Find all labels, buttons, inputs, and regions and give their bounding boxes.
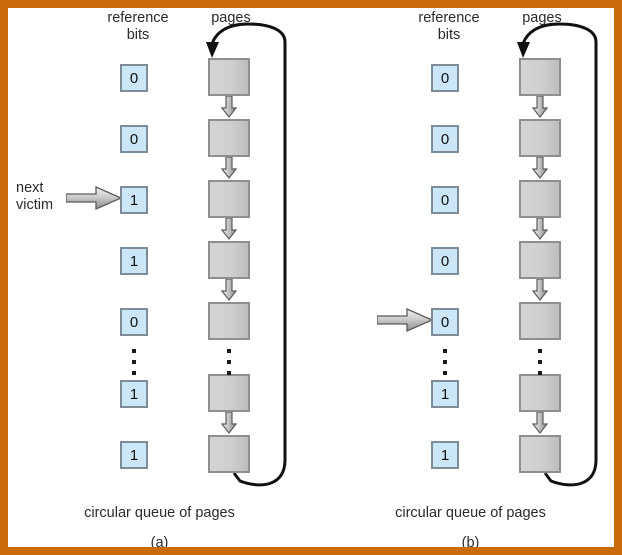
page-box[interactable] <box>519 58 561 96</box>
circular-queue-loop-a <box>206 22 287 487</box>
reference-bit-box[interactable]: 0 <box>120 125 148 153</box>
next-victim-arrow-b <box>376 308 434 332</box>
page-link-arrow <box>220 278 238 301</box>
caption-letter-b: (b) <box>461 535 480 551</box>
page-box[interactable] <box>208 180 250 218</box>
page-box[interactable] <box>208 119 250 157</box>
page-box[interactable] <box>208 374 250 412</box>
page-link-arrow <box>220 411 238 434</box>
panel-b: reference bits pages 0 0 0 0 <box>311 8 614 547</box>
reference-bit-box[interactable]: 0 <box>431 125 459 153</box>
reference-bit-box[interactable]: 1 <box>120 380 148 408</box>
reference-bit-box[interactable]: 0 <box>431 308 459 336</box>
next-victim-line2: victim <box>16 197 54 213</box>
page-box[interactable] <box>208 241 250 279</box>
page-link-arrow <box>220 217 238 240</box>
header-reference-bits-line1: reference <box>418 10 480 26</box>
pages-ellipsis-a <box>227 349 231 382</box>
header-reference-bits: reference bits <box>86 10 190 44</box>
reference-bit-box[interactable]: 0 <box>120 64 148 92</box>
page-link-arrow <box>220 156 238 179</box>
reference-bits-ellipsis-a <box>132 349 136 382</box>
next-victim-label-a: next victim <box>16 180 53 214</box>
reference-bit-box[interactable]: 1 <box>120 186 148 214</box>
header-pages-label: pages <box>211 10 251 26</box>
header-reference-bits-line2: bits <box>437 27 461 43</box>
page-link-arrow <box>531 95 549 118</box>
header-pages-label: pages <box>522 10 562 26</box>
header-pages: pages <box>186 10 276 27</box>
header-reference-bits-line1: reference <box>107 10 169 26</box>
reference-bit-box[interactable]: 1 <box>120 441 148 469</box>
caption-circular-queue-a: circular queue of pages <box>84 505 235 521</box>
page-box[interactable] <box>519 302 561 340</box>
page-box[interactable] <box>208 435 250 473</box>
reference-bit-box[interactable]: 1 <box>431 380 459 408</box>
caption-letter-a: (a) <box>150 535 169 551</box>
reference-bit-box[interactable]: 1 <box>120 247 148 275</box>
page-link-arrow <box>531 217 549 240</box>
reference-bit-box[interactable]: 0 <box>431 64 459 92</box>
page-link-arrow <box>531 156 549 179</box>
circular-queue-loop-b <box>517 22 598 487</box>
next-victim-arrow-a <box>65 186 123 210</box>
header-reference-bits: reference bits <box>397 10 501 44</box>
header-reference-bits-line2: bits <box>126 27 150 43</box>
reference-bit-box[interactable]: 0 <box>431 186 459 214</box>
reference-bit-box[interactable]: 0 <box>120 308 148 336</box>
page-link-arrow <box>531 278 549 301</box>
page-box[interactable] <box>208 58 250 96</box>
panel-a: reference bits pages next victim <box>8 8 311 547</box>
page-box[interactable] <box>519 180 561 218</box>
page-box[interactable] <box>519 241 561 279</box>
reference-bit-box[interactable]: 0 <box>431 247 459 275</box>
reference-bits-ellipsis-b <box>443 349 447 382</box>
page-box[interactable] <box>208 302 250 340</box>
reference-bit-box[interactable]: 1 <box>431 441 459 469</box>
caption-circular-queue-b: circular queue of pages <box>395 505 546 521</box>
next-victim-line1: next <box>16 180 44 196</box>
header-pages: pages <box>497 10 587 27</box>
page-box[interactable] <box>519 119 561 157</box>
page-box[interactable] <box>519 374 561 412</box>
pages-ellipsis-b <box>538 349 542 382</box>
page-link-arrow <box>220 95 238 118</box>
page-link-arrow <box>531 411 549 434</box>
page-box[interactable] <box>519 435 561 473</box>
